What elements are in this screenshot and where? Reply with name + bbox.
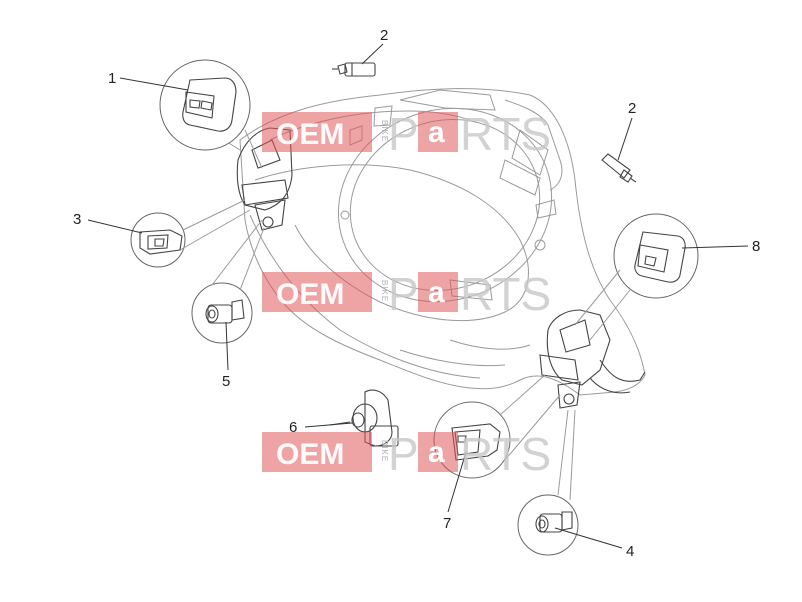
callout-5: 5 (222, 373, 230, 390)
watermark-a-box (418, 112, 458, 152)
part-2-bulb-right (601, 153, 637, 183)
part-4-switch (517, 409, 579, 556)
watermark-a-box (418, 272, 458, 312)
watermark-p: P (388, 108, 419, 160)
part-5-switch (191, 219, 265, 344)
callout-labels: 1 2 2 3 4 5 6 7 8 (73, 27, 760, 560)
callout-7: 7 (443, 515, 451, 532)
watermark-row-3: OEM BIKE P a RTS (262, 428, 551, 480)
watermark-a: a (428, 116, 445, 149)
callout-3: 3 (73, 211, 81, 228)
watermark-p: P (388, 268, 419, 320)
part-1-switch-detail (159, 59, 263, 169)
watermark-oem: OEM (276, 278, 344, 311)
watermark-oem: OEM (276, 118, 344, 151)
part-3-switch (130, 199, 251, 268)
watermark-bike: BIKE (380, 440, 389, 462)
watermark-a: a (428, 436, 445, 469)
watermark-p: P (388, 428, 419, 480)
watermark-bike: BIKE (380, 120, 389, 142)
leader-lines (87, 43, 749, 549)
watermark-row-2: OEM BIKE P a RTS (262, 268, 551, 320)
watermark-oem: OEM (276, 438, 344, 471)
watermark-oem-box (262, 112, 372, 152)
watermark-oem-box (262, 272, 372, 312)
callout-1: 1 (108, 70, 116, 87)
callout-8: 8 (752, 238, 760, 255)
part-8-switch-detail (574, 213, 699, 341)
watermark-a: a (428, 276, 445, 309)
watermark-bike: BIKE (380, 280, 389, 302)
callout-4: 4 (626, 543, 634, 560)
callout-2-top: 2 (380, 27, 388, 44)
watermark-rts: RTS (460, 108, 551, 160)
watermark-a-box (418, 432, 458, 472)
watermark-rts: RTS (460, 428, 551, 480)
callout-6: 6 (289, 419, 297, 436)
watermark-row-1: OEM BIKE P a RTS (262, 108, 551, 160)
callout-2-right: 2 (628, 100, 636, 117)
watermark-oem-box (262, 432, 372, 472)
part-2-bulb-top (332, 62, 376, 77)
watermark-rts: RTS (460, 268, 551, 320)
